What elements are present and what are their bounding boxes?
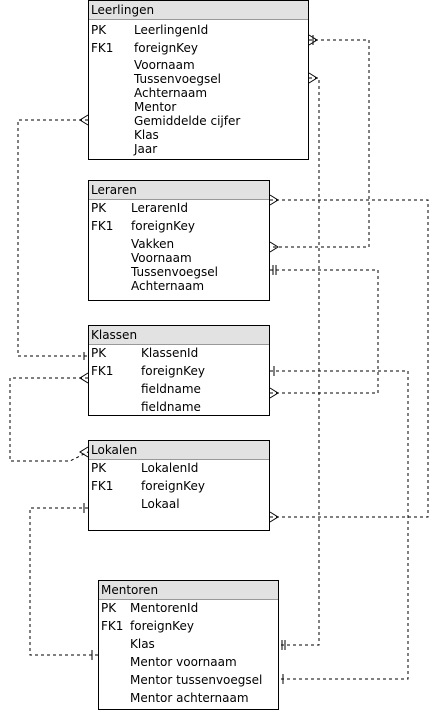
crowsfoot-lokalen-right [269,511,279,523]
connector-leerlingen-leraren [270,39,370,248]
crowsfoot-leraren-right-top [269,194,279,206]
entity-title: Lokalen [89,441,269,460]
entity-title: Mentoren [99,581,278,600]
connector-leerlingen-klassen [17,119,88,357]
entity-title: Klassen [89,326,269,345]
crowsfoot-leerlingen-right-top [308,34,318,46]
connector-klassen-mentoren [270,370,409,680]
crowsfoot-klassen-left [79,372,89,384]
crowsfoot-leerlingen-right [308,72,318,84]
connector-leraren-lokalen [270,199,429,518]
crowsfoot-leerlingen-left [79,114,89,126]
crowsfoot-lokalen-left [79,446,89,458]
connector-klassen-lokalen [9,377,89,462]
entity-title: Leraren [89,181,269,200]
bar-mentoren-right [281,640,286,650]
crowsfoot-leraren-right [269,241,279,253]
connector-leraren-klassen [270,269,379,394]
entity-title: Leerlingen [89,1,308,20]
connector-leerlingen-mentoren [279,77,320,646]
crowsfoot-klassen-right [269,387,279,399]
bar-leraren-right [272,265,277,275]
